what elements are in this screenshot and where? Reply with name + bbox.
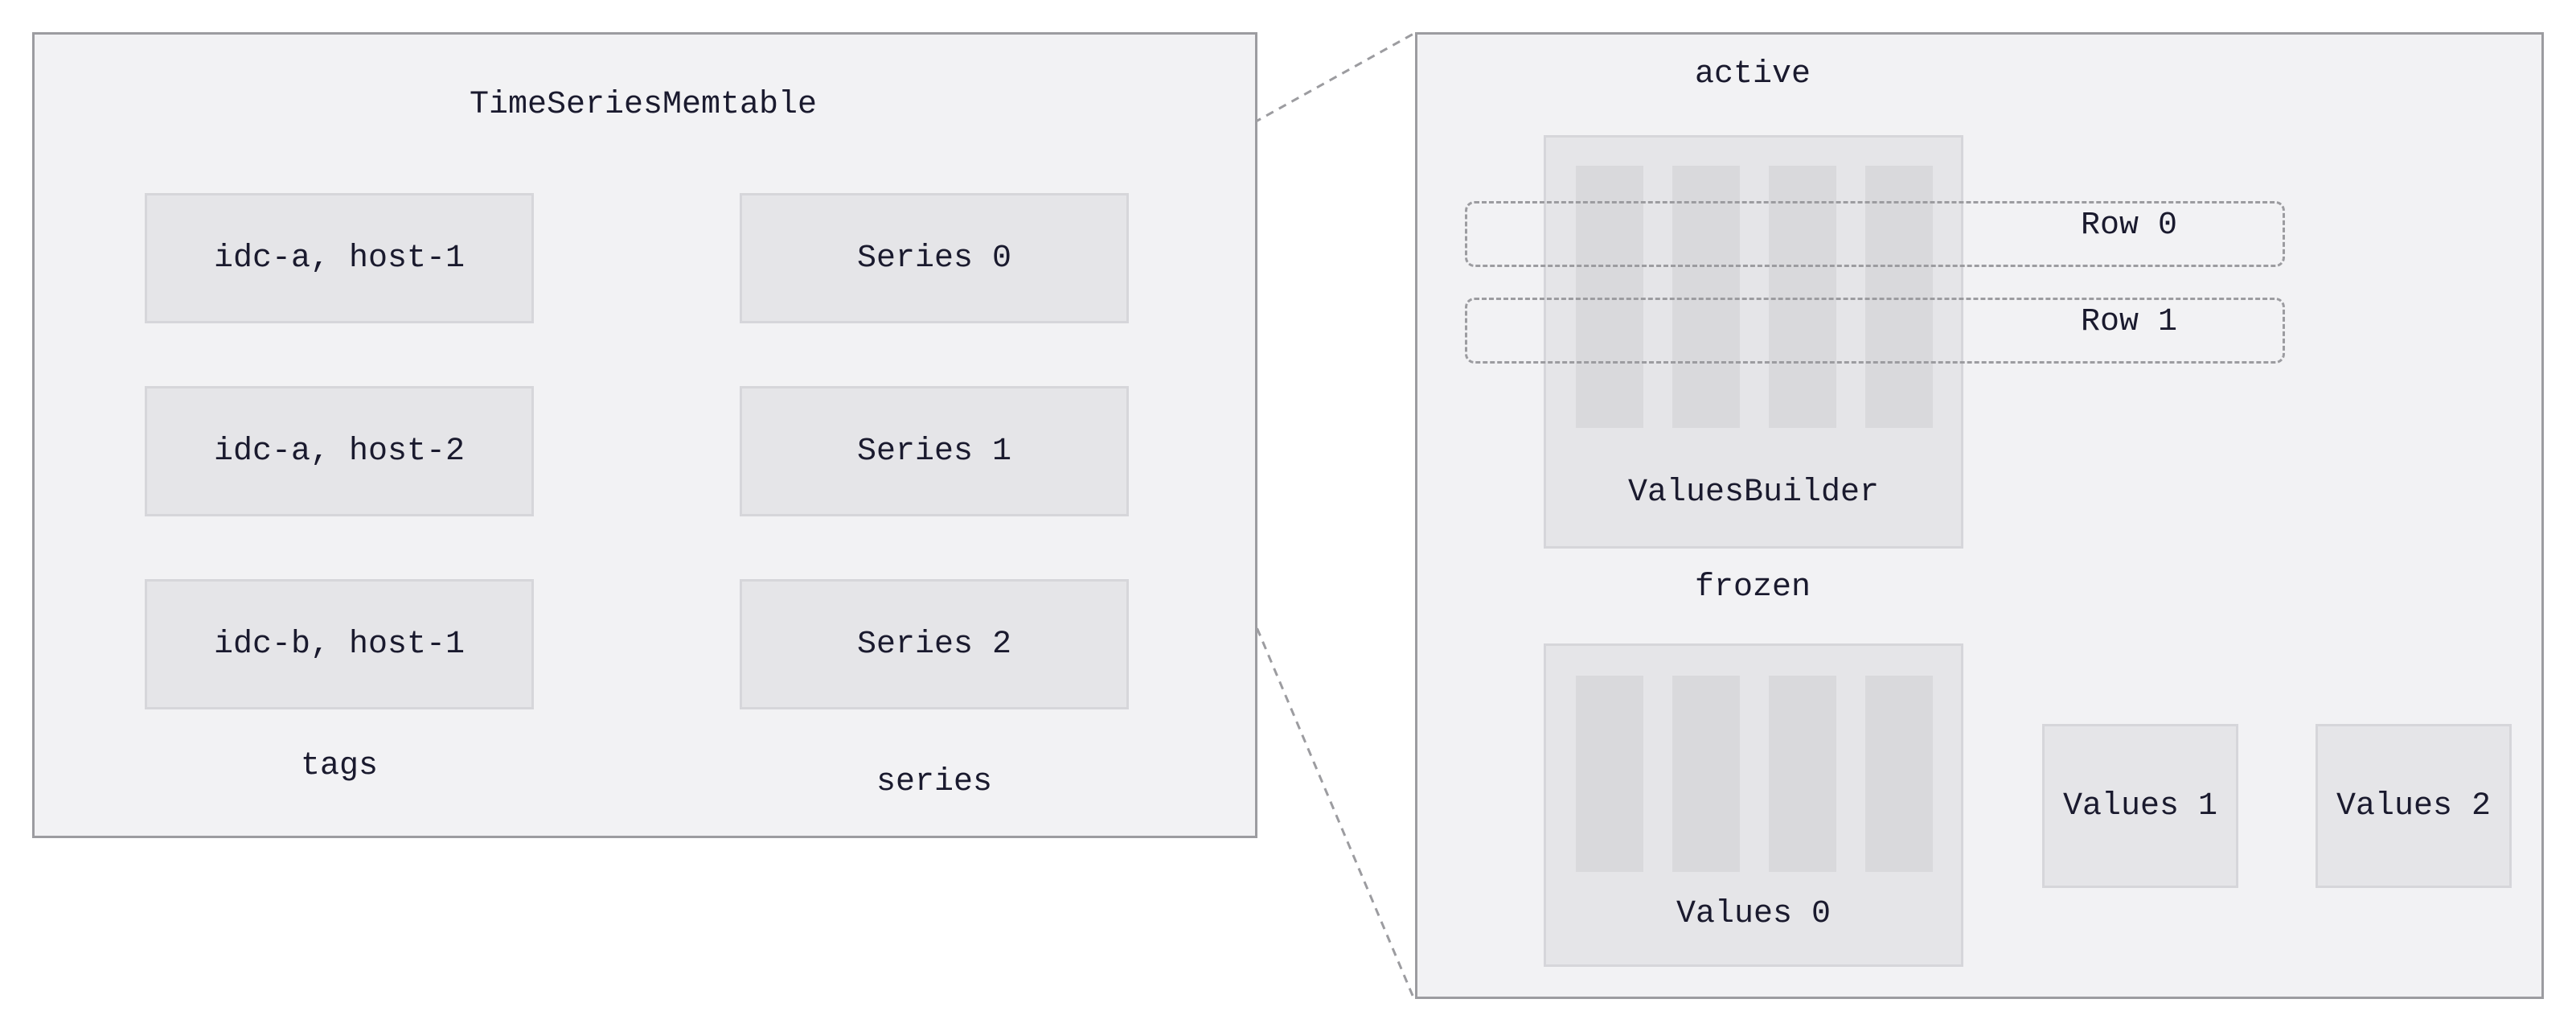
- row-outline-1: [1465, 298, 2285, 364]
- values-0-label: Values 0: [1676, 896, 1832, 932]
- tags-caption: tags: [300, 748, 378, 784]
- frozen-label: frozen: [1694, 569, 1811, 606]
- tags-box-1: idc-a, host-2: [145, 386, 534, 516]
- frozen-column-0: [1576, 676, 1643, 872]
- active-label: active: [1694, 56, 1811, 92]
- row-label-1: Row 1: [2081, 304, 2178, 340]
- builder-column-0: [1576, 166, 1643, 428]
- frozen-column-2: [1769, 676, 1836, 872]
- zoom-line-top: [1126, 32, 1414, 195]
- row-label-0: Row 0: [2081, 208, 2178, 244]
- row-outline-0: [1465, 201, 2285, 267]
- frozen-column-3: [1865, 676, 1933, 872]
- series-box-2: Series 2: [740, 579, 1129, 709]
- series-box-0: Series 0: [740, 193, 1129, 323]
- builder-column-3: [1865, 166, 1933, 428]
- frozen-column-1: [1672, 676, 1740, 872]
- memtable-title: TimeSeriesMemtable: [469, 87, 818, 123]
- tags-box-2: idc-b, host-1: [145, 579, 534, 709]
- tags-box-0: idc-a, host-1: [145, 193, 534, 323]
- values-box-1: Values 1: [2042, 724, 2238, 888]
- builder-column-1: [1672, 166, 1740, 428]
- series-box-1: Series 1: [740, 386, 1129, 516]
- series-caption: series: [876, 764, 993, 800]
- builder-column-2: [1769, 166, 1836, 428]
- values-builder-label: ValuesBuilder: [1627, 475, 1880, 511]
- values-box-2: Values 2: [2316, 724, 2512, 888]
